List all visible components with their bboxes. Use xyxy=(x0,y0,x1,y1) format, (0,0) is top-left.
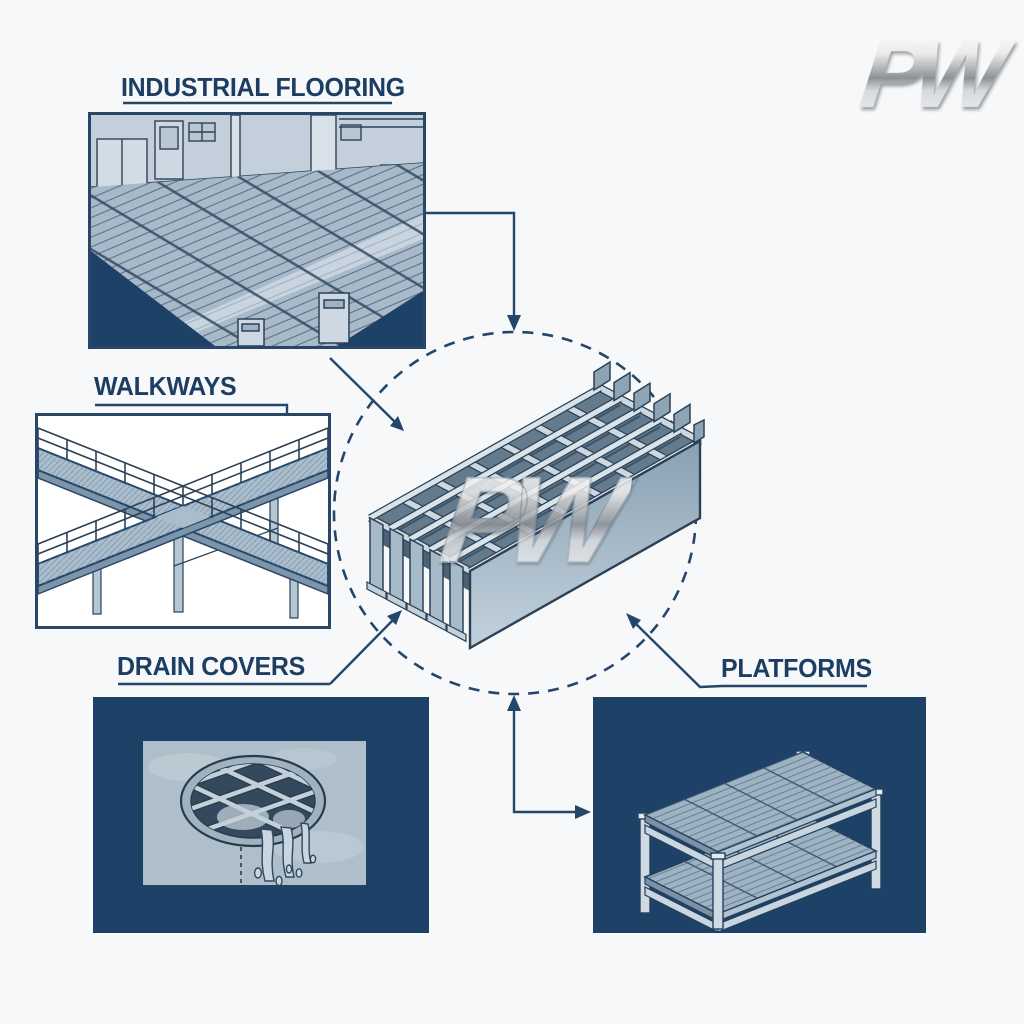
walkways-illustration xyxy=(38,427,328,619)
drain-cover-illustration xyxy=(143,741,366,887)
platform-upper-deck xyxy=(643,751,878,871)
industrial-flooring-panel xyxy=(88,112,426,349)
walkway-railings xyxy=(38,427,328,564)
drain-covers-panel xyxy=(93,697,429,933)
drain-water xyxy=(253,822,317,887)
grating-floor xyxy=(91,163,423,346)
platforms-panel xyxy=(593,697,926,933)
platform-front-leg xyxy=(710,852,726,930)
platform-illustration xyxy=(637,750,884,933)
underline-walkways xyxy=(95,403,289,413)
label-platforms: PLATFORMS xyxy=(721,653,872,683)
connector-flooring-elbow xyxy=(426,211,516,318)
center-watermark: PW xyxy=(415,451,636,589)
floor-machines xyxy=(237,292,350,346)
walkways-panel xyxy=(35,413,331,629)
connector-center-platforms-elbow xyxy=(512,704,578,814)
label-drain-covers: DRAIN COVERS xyxy=(117,651,305,681)
label-walkways: WALKWAYS xyxy=(94,371,237,401)
industrial-flooring-illustration xyxy=(91,115,423,346)
label-industrial-flooring: INDUSTRIAL FLOORING xyxy=(121,72,405,102)
brand-logo: PW xyxy=(828,19,1024,128)
walkway-intersection xyxy=(156,506,210,528)
floor-corner-left xyxy=(91,251,215,346)
platform-lower-deck xyxy=(643,813,878,933)
